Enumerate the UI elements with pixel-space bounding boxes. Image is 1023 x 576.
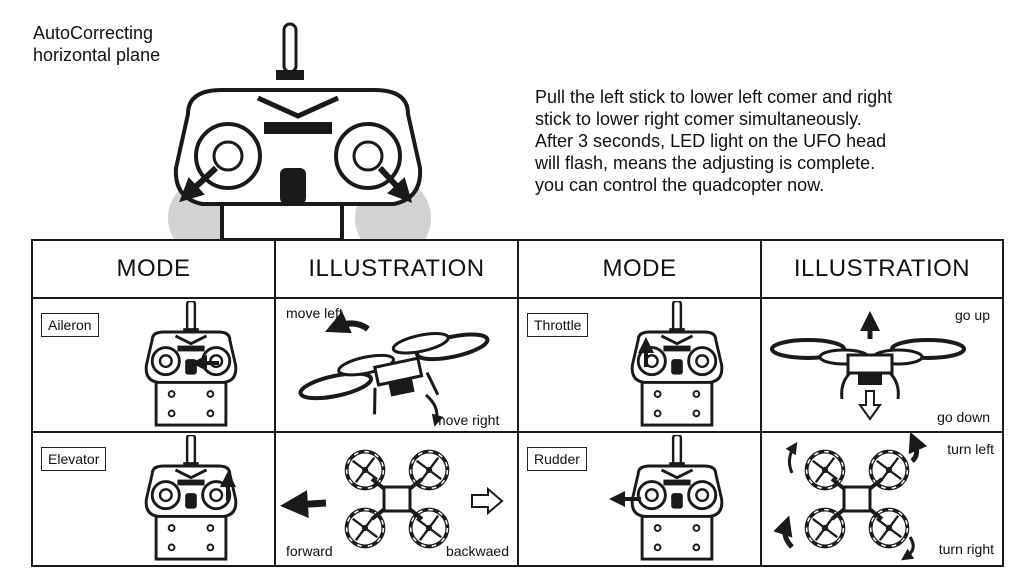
- elevator-controller-icon: [144, 435, 238, 561]
- go-up-text: go up: [954, 307, 990, 323]
- table-row: Elevator forward backwaed Rudder: [31, 431, 1004, 567]
- caption-line-2: horizontal plane: [33, 45, 161, 65]
- elevator-illustration-cell: forward backwaed: [274, 431, 519, 567]
- rudder-illustration-cell: turn left turn right: [760, 431, 1004, 567]
- rudder-label: Rudder: [527, 447, 587, 471]
- move-right-text: move right: [434, 412, 500, 428]
- throttle-controller-icon: [630, 301, 724, 427]
- aileron-controller-icon: [144, 301, 238, 427]
- elevator-label: Elevator: [41, 447, 107, 471]
- header-illustration-1: ILLUSTRATION: [274, 239, 519, 299]
- forward-text: forward: [286, 543, 333, 559]
- hero-controller-illustration: [168, 22, 431, 240]
- caption-line-1: AutoCorrecting: [33, 23, 154, 43]
- rudder-mode-cell: Rudder: [517, 431, 762, 567]
- mode-table: MODE ILLUSTRATION MODE ILLUSTRATION Aile…: [31, 239, 1004, 567]
- table-header-row: MODE ILLUSTRATION MODE ILLUSTRATION: [31, 239, 1004, 299]
- drone-rotate-icon: [773, 434, 928, 561]
- drone-top-view-icon: [280, 449, 504, 549]
- throttle-illustration-cell: go up go down: [760, 297, 1004, 433]
- elevator-mode-cell: Elevator: [31, 431, 276, 567]
- instruction-line-1: Pull the left stick to lower left comer …: [535, 87, 893, 107]
- aileron-mode-cell: Aileron: [31, 297, 276, 433]
- right-arrow-icon: [377, 165, 413, 203]
- drone-tilt-icon: [298, 311, 490, 427]
- rudder-controller-icon: [609, 435, 724, 561]
- left-arrow-icon: [179, 165, 219, 203]
- throttle-label: Throttle: [527, 313, 589, 337]
- header-illustration-2: ILLUSTRATION: [760, 239, 1004, 299]
- calibration-instructions: Pull the left stick to lower left comer …: [535, 86, 892, 196]
- turn-right-text: turn right: [938, 541, 994, 557]
- antenna-icon: [282, 22, 298, 74]
- instruction-line-4: will flash, means the adjusting is compl…: [535, 153, 876, 173]
- table-row: Aileron move left move right: [31, 297, 1004, 433]
- turn-left-text: turn left: [947, 441, 994, 457]
- drone-level-icon: [770, 311, 966, 421]
- instruction-line-5: you can control the quadcopter now.: [535, 175, 825, 195]
- instruction-line-2: stick to lower right comer simultaneousl…: [535, 109, 862, 129]
- backward-text: backwaed: [445, 543, 509, 559]
- header-mode-1: MODE: [31, 239, 276, 299]
- aileron-illustration-cell: move left move right: [274, 297, 519, 433]
- instruction-line-3: After 3 seconds, LED light on the UFO he…: [535, 131, 887, 151]
- aileron-label: Aileron: [41, 313, 99, 337]
- go-down-text: go down: [937, 409, 990, 425]
- top-caption: AutoCorrecting horizontal plane: [33, 22, 160, 66]
- throttle-mode-cell: Throttle: [517, 297, 762, 433]
- header-mode-2: MODE: [517, 239, 762, 299]
